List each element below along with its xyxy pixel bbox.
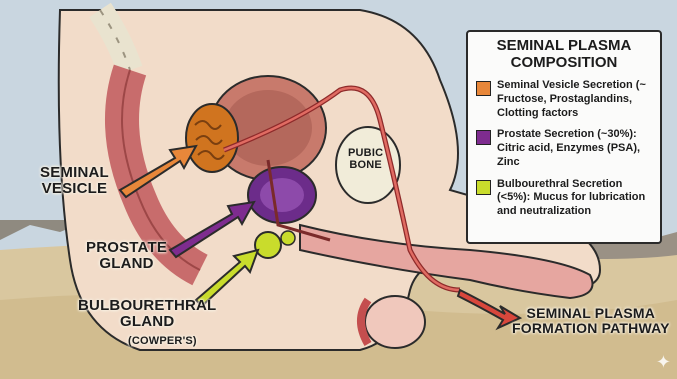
legend-item-seminal-vesicle: Seminal Vesicle Secretion (~ Fructose, P… (476, 79, 652, 120)
legend-box: SEMINAL PLASMA COMPOSITION Seminal Vesic… (466, 30, 662, 244)
label-pathway: SEMINAL PLASMA FORMATION PATHWAY (512, 306, 670, 335)
seminal-vesicle (186, 104, 238, 172)
legend-text-seminal-vesicle: Seminal Vesicle Secretion (~ Fructose, P… (497, 79, 652, 120)
label-cowpers: (COWPER'S) (128, 336, 197, 348)
legend-swatch-yellowgreen (476, 180, 491, 195)
sparkle-icon: ✦ (656, 352, 671, 373)
legend-swatch-orange (476, 81, 491, 96)
legend-swatch-purple (476, 130, 491, 145)
prostate-inner (260, 178, 304, 212)
label-pubic-bone: PUBIC BONE (348, 148, 383, 171)
legend-text-prostate: Prostate Secretion (~30%): Citric acid, … (497, 128, 652, 169)
legend-text-bulbourethral: Bulbourethral Secretion (<5%): Mucus for… (497, 178, 652, 219)
bulbourethral-gland (255, 232, 281, 258)
legend-item-bulbourethral: Bulbourethral Secretion (<5%): Mucus for… (476, 178, 652, 219)
label-seminal-vesicle: SEMINAL VESICLE (40, 165, 109, 197)
legend-item-prostate: Prostate Secretion (~30%): Citric acid, … (476, 128, 652, 169)
legend-title: SEMINAL PLASMA COMPOSITION (476, 38, 652, 71)
bulbourethral-gland-small (281, 231, 295, 245)
label-prostate-gland: PROSTATE GLAND (86, 240, 167, 272)
label-bulbourethral-gland: BULBOURETHRAL GLAND (78, 298, 216, 330)
testis (365, 296, 425, 348)
